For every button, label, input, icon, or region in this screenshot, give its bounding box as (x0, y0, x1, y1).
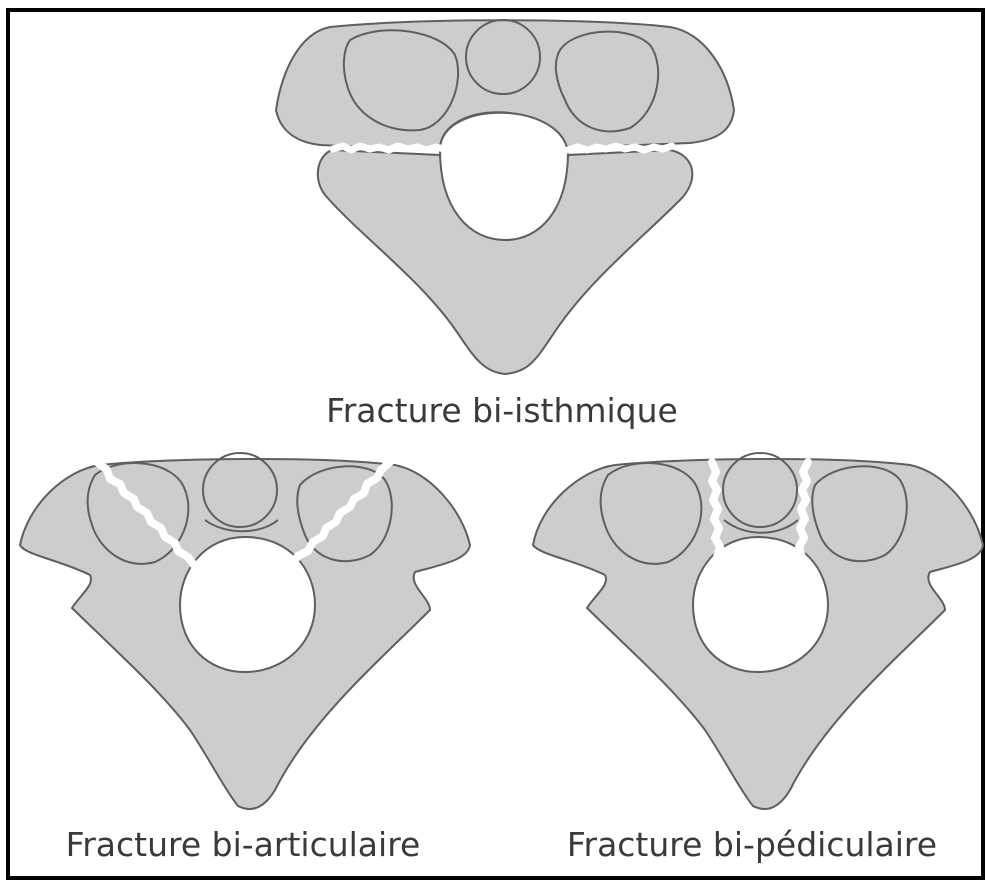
caption-bi-pediculaire: Fracture bi-pédiculaire (567, 825, 937, 864)
fracture-line-right (568, 146, 672, 150)
fracture-line-left (333, 146, 444, 150)
vertebra-bi-pediculaire (533, 453, 983, 809)
caption-bi-articulaire: Fracture bi-articulaire (66, 825, 421, 864)
vertebra-bi-isthmique (276, 20, 734, 374)
vertebra-bi-articulaire (20, 453, 470, 809)
caption-bi-isthmique: Fracture bi-isthmique (326, 391, 678, 430)
